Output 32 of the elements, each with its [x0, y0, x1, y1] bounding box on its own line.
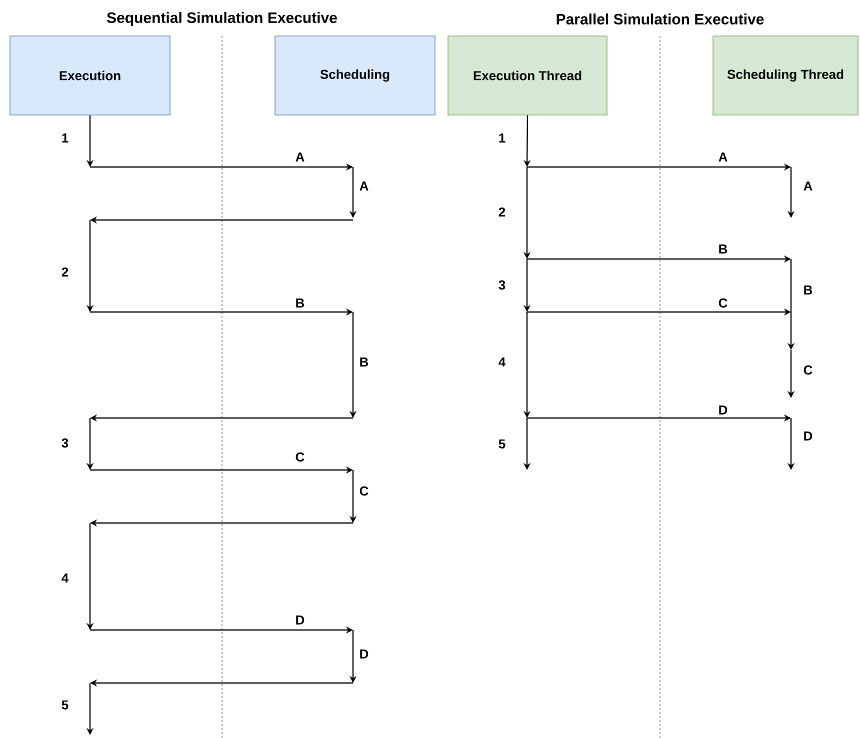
step-number: 4	[62, 574, 69, 582]
message-label: B	[719, 244, 728, 254]
process-box: Scheduling Thread	[712, 36, 858, 116]
message-label: A	[718, 152, 728, 162]
message-label: A	[804, 182, 812, 190]
process-box: Execution Thread	[448, 36, 608, 116]
step-number: 3	[498, 280, 506, 290]
heading: Parallel Simulation Executive	[556, 14, 764, 24]
step-number: 2	[62, 267, 68, 277]
message-label: D	[296, 616, 304, 624]
step-number: 5	[62, 700, 68, 710]
step-number: 1	[499, 134, 506, 142]
message-label: D	[360, 650, 368, 658]
message-label: C	[296, 452, 304, 462]
message-label: D	[804, 432, 812, 440]
message-label: D	[719, 406, 728, 414]
message-label: C	[360, 486, 368, 496]
process-box: Execution	[10, 36, 170, 116]
message-label: B	[360, 358, 368, 366]
message-label: C	[804, 365, 812, 375]
step-number: 1	[62, 134, 68, 142]
step-number: 2	[498, 207, 506, 217]
step-number: 3	[62, 438, 68, 448]
message-label: A	[296, 152, 304, 162]
message-label: B	[804, 286, 812, 294]
heading: Sequential Simulation Executive	[107, 12, 337, 26]
step-number: 4	[498, 358, 506, 366]
process-box: Scheduling	[274, 36, 436, 116]
message-label: C	[718, 298, 728, 308]
message-label: B	[296, 298, 304, 308]
message-label: A	[360, 182, 368, 190]
step-number: 5	[498, 439, 506, 449]
